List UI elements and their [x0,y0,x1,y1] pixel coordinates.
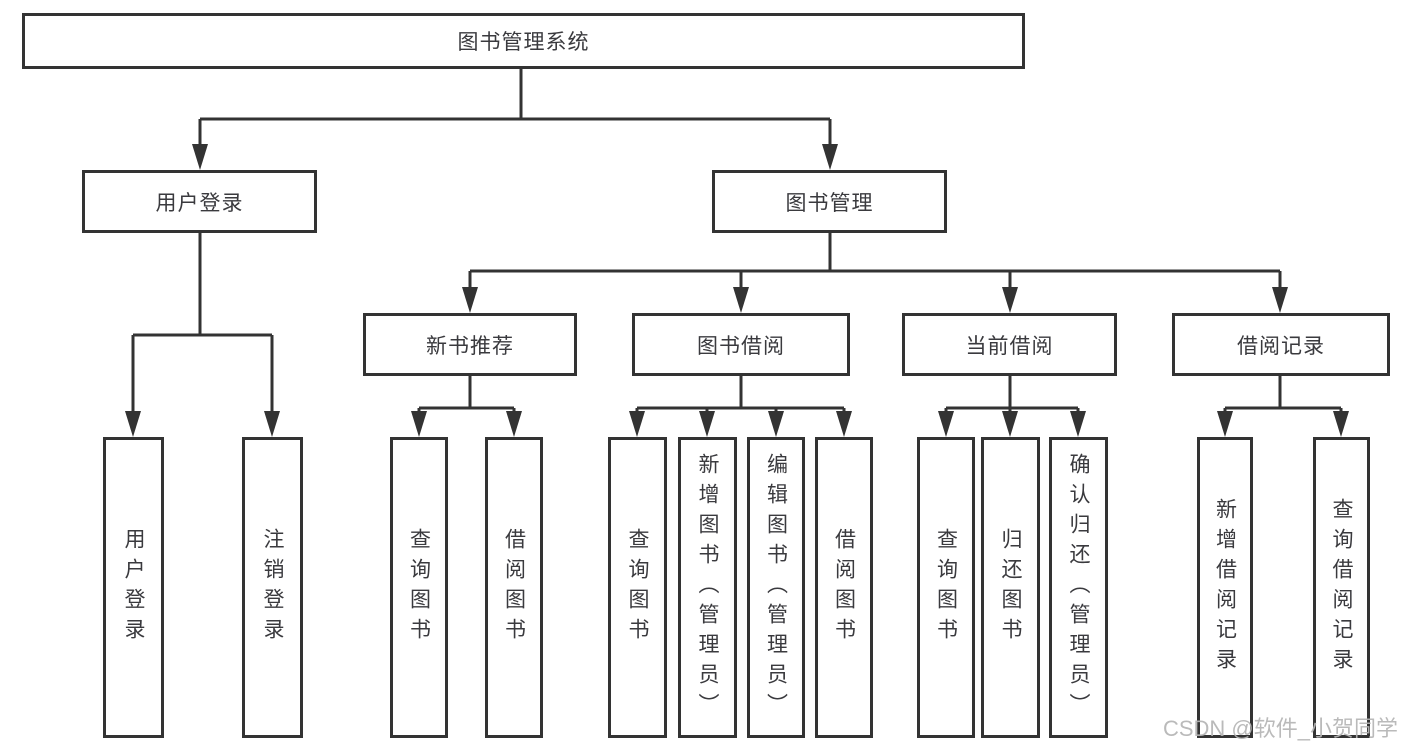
leaf-add-borrow-record: 新增借阅记录 [1197,437,1253,738]
node-book-borrow: 图书借阅 [632,313,850,376]
leaf-add-borrow-record-label: 新增借阅记录 [1213,497,1237,678]
leaf-borrow-books-label: 借阅图书 [832,527,856,648]
node-current-borrow-label: 当前借阅 [965,334,1054,358]
leaf-query-books-current: 查询图书 [917,437,975,738]
leaf-query-books-borrow-label: 查询图书 [626,527,649,648]
csdn-watermark: CSDN @软件_小贺同学 [1162,716,1398,741]
node-new-book-recommend-label: 新书推荐 [426,334,514,358]
leaf-add-book-admin-label: 新增图书（管理员） [696,452,719,723]
leaf-logout: 注销登录 [242,437,303,738]
leaf-logout-label: 注销登录 [261,527,284,648]
node-book-borrow-label: 图书借阅 [697,334,785,358]
node-borrow-records-label: 借阅记录 [1237,334,1325,358]
leaf-add-book-admin: 新增图书（管理员） [678,437,737,738]
leaf-user-login: 用户登录 [103,437,164,738]
node-root-label: 图书管理系统 [457,31,590,54]
node-current-borrow: 当前借阅 [902,313,1117,376]
node-user-login-label: 用户登录 [155,191,244,215]
node-new-book-recommend: 新书推荐 [363,313,577,376]
leaf-borrow-books: 借阅图书 [815,437,873,738]
leaf-query-books-borrow: 查询图书 [608,437,667,738]
leaf-user-login-label: 用户登录 [122,527,145,648]
node-user-login: 用户登录 [82,170,317,233]
leaf-query-books-current-label: 查询图书 [934,527,958,648]
leaf-edit-book-admin: 编辑图书（管理员） [747,437,805,738]
leaf-borrow-books-recommend-label: 借阅图书 [502,527,526,648]
leaf-query-books-recommend: 查询图书 [390,437,448,738]
leaf-query-borrow-record: 查询借阅记录 [1313,437,1370,738]
leaf-borrow-books-recommend: 借阅图书 [485,437,543,738]
node-borrow-records: 借阅记录 [1172,313,1390,376]
leaf-return-book-label: 归还图书 [999,527,1022,648]
node-book-management-label: 图书管理 [785,191,874,215]
node-root: 图书管理系统 [22,13,1025,69]
node-book-management: 图书管理 [712,170,947,233]
leaf-query-borrow-record-label: 查询借阅记录 [1330,497,1353,678]
leaf-confirm-return-admin-label: 确认归还（管理员） [1067,452,1090,723]
leaf-confirm-return-admin: 确认归还（管理员） [1049,437,1108,738]
leaf-query-books-recommend-label: 查询图书 [407,527,431,648]
leaf-return-book: 归还图书 [981,437,1040,738]
leaf-edit-book-admin-label: 编辑图书（管理员） [764,452,788,723]
